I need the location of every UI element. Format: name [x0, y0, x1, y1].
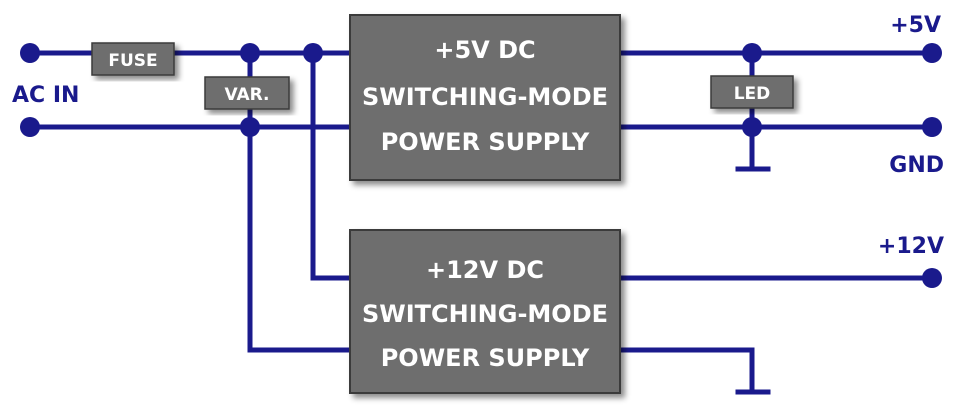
psu-12v-block: +12V DC SWITCHING-MODE POWER SUPPLY: [349, 229, 621, 394]
psu-5v-line1: +5V DC: [434, 36, 535, 64]
led-box: [710, 75, 794, 109]
plus12v-terminal: [922, 268, 942, 288]
gnd-label: GND: [889, 153, 944, 178]
varistor-label: VAR.: [224, 85, 269, 105]
junction-led-top: [742, 43, 762, 63]
ac-in-bottom-terminal: [20, 117, 40, 137]
junction-12v-top: [303, 43, 323, 63]
ac-in-top-terminal: [20, 43, 40, 63]
psu-12v-line1: +12V DC: [426, 256, 544, 284]
psu-5v-line3: POWER SUPPLY: [381, 128, 590, 156]
psu-12v-box: [349, 229, 621, 394]
wires: [27, 50, 935, 395]
ac-top-to-12v-wire: [310, 50, 353, 281]
gnd-terminal: [922, 117, 942, 137]
psu-5v-box: [349, 14, 621, 181]
fuse-label: FUSE: [108, 51, 157, 71]
ac-in-label: AC IN: [12, 83, 79, 108]
psu-12v-line3: POWER SUPPLY: [381, 344, 590, 372]
fuse-box: [91, 42, 175, 76]
varistor-component: VAR.: [204, 76, 290, 110]
led-label: LED: [734, 84, 771, 104]
plus12v-label: +12V: [878, 234, 944, 259]
ac-bottom-to-12v-wire: [247, 124, 353, 353]
junction-led-bottom: [742, 117, 762, 137]
psu-12v-line2: SWITCHING-MODE: [362, 300, 608, 328]
psu-5v-block: +5V DC SWITCHING-MODE POWER SUPPLY: [349, 14, 621, 181]
varistor-box: [204, 76, 290, 110]
led-component: LED: [710, 75, 794, 109]
psu-5v-line2: SWITCHING-MODE: [362, 83, 608, 111]
junction-var-top: [240, 43, 260, 63]
plus5v-terminal: [922, 43, 942, 63]
gnd-12v-wire: [617, 347, 755, 395]
junction-var-bottom: [240, 117, 260, 137]
plus5v-label: +5V: [890, 13, 941, 38]
terminals: [20, 43, 942, 288]
fuse-component: FUSE: [91, 42, 175, 76]
